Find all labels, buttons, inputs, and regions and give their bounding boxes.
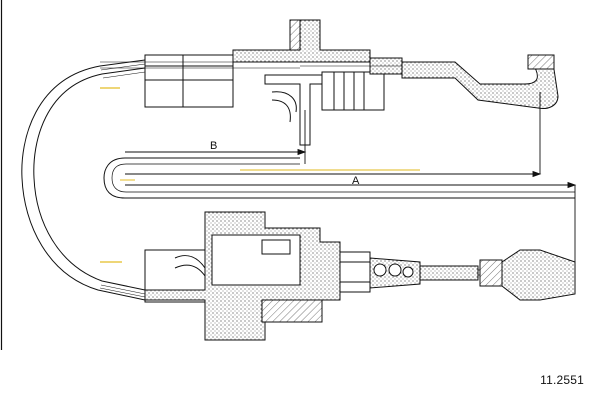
sheath-accent-marks	[100, 87, 122, 263]
dimension-label-b: B	[210, 140, 217, 152]
dimension-lines	[125, 92, 577, 290]
inner-loop-accent	[120, 169, 420, 181]
part-number: 11.2551	[540, 373, 584, 387]
cable-sheath	[21, 59, 146, 301]
lower-end-fitting	[144, 211, 576, 341]
inner-cable-loop	[103, 157, 575, 199]
upper-end-fitting	[100, 19, 559, 146]
dimension-label-a: A	[352, 175, 360, 187]
